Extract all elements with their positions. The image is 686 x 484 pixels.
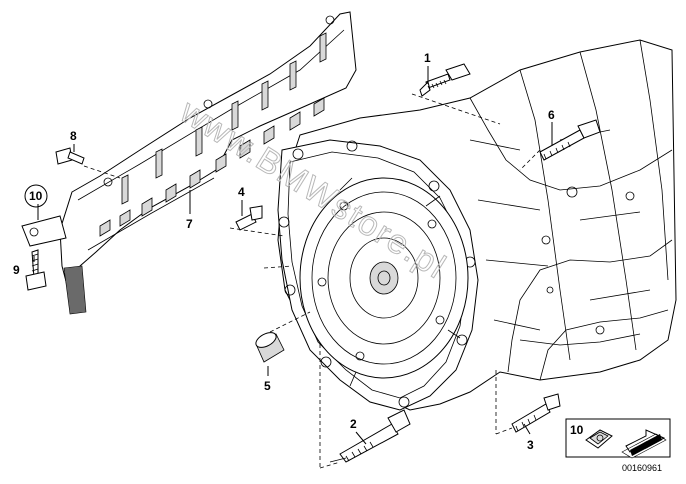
callout-4: 4 xyxy=(238,185,245,199)
callout-2: 2 xyxy=(350,417,357,431)
callout-8: 8 xyxy=(70,129,77,143)
bolt-4 xyxy=(235,205,263,231)
callout-10-inset: 10 xyxy=(570,423,584,437)
bolt-2 xyxy=(329,409,411,463)
document-id: 00160961 xyxy=(622,463,662,473)
dowel-sleeve-5 xyxy=(255,332,285,363)
callout-10-circle xyxy=(24,184,48,208)
callout-7: 7 xyxy=(186,217,193,231)
bolt-6 xyxy=(539,119,601,161)
bolt-3 xyxy=(511,393,561,433)
callout-3: 3 xyxy=(527,438,534,452)
callout-1: 1 xyxy=(424,51,431,65)
inset-speed-nut: 10 xyxy=(565,418,671,459)
screw-9 xyxy=(25,249,47,291)
bolt-8 xyxy=(55,147,85,165)
callout-10: 10 xyxy=(29,189,43,203)
heat-shield xyxy=(21,11,357,315)
callout-9: 9 xyxy=(13,263,20,277)
bolt-1 xyxy=(419,63,471,97)
callout-5: 5 xyxy=(264,379,271,393)
callout-6: 6 xyxy=(548,108,555,122)
